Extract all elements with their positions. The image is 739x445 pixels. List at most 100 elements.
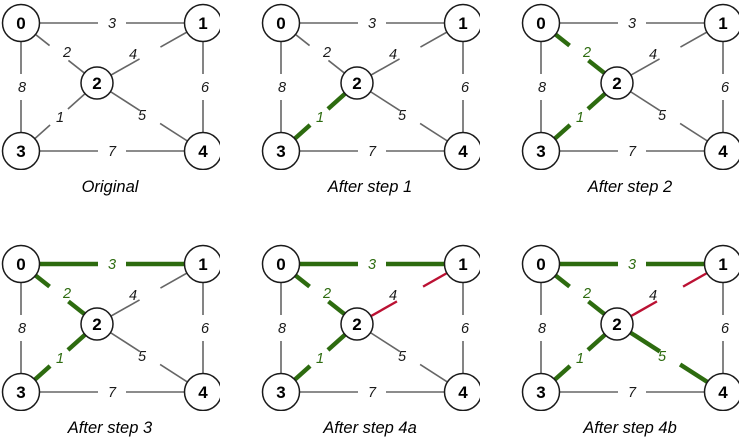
graph-node-3 [521,131,561,170]
graph-node-1 [703,3,739,43]
graph-node-2 [600,307,634,341]
graph-node-4 [443,131,480,170]
edge-weight-label: 4 [129,288,137,304]
edge-weight-label: 2 [582,45,591,61]
edge-weight-label: 6 [201,80,210,96]
graph-node-2 [340,307,374,341]
node-label: 0 [276,14,285,33]
node-label: 1 [718,14,727,33]
edge-weight-label: 7 [108,144,117,160]
graph-node-0 [521,244,561,284]
node-label: 0 [16,14,25,33]
edge-weight-label: 2 [582,286,591,302]
graph-node-0 [261,3,301,43]
node-label: 4 [718,383,728,402]
node-label: 0 [276,255,285,274]
edge-weight-label: 3 [368,257,376,273]
edge-weight-label: 5 [658,108,667,124]
graph-node-4 [703,131,739,170]
node-label: 3 [536,383,545,402]
edge-weight-label: 4 [129,47,137,63]
panel-caption: After step 3 [67,419,153,437]
node-label: 4 [718,142,728,161]
edge-weight-label: 1 [316,110,324,126]
node-label: 1 [198,255,207,274]
edge-weight-label: 3 [108,257,116,273]
node-label: 4 [458,142,468,161]
edge-weight-label: 6 [721,80,730,96]
graph-node-4 [183,372,220,411]
edge-weight-label: 6 [461,80,470,96]
node-label: 2 [612,315,621,334]
edge-weight-label: 7 [628,144,637,160]
graph-node-1 [703,244,739,284]
graph-node-0 [521,3,561,43]
node-label: 4 [198,142,208,161]
node-label: 3 [16,383,25,402]
node-label: 1 [718,255,727,274]
edge-weight-label: 7 [108,385,117,401]
graph-node-3 [261,372,301,411]
graph-node-3 [1,131,41,170]
edge-weight-label: 3 [368,16,376,32]
graph-node-4 [443,372,480,411]
graph-node-3 [1,372,41,411]
edge-weight-label: 5 [658,349,667,365]
node-label: 2 [612,74,621,93]
edge-weight-label: 1 [576,110,584,126]
graph-node-1 [183,244,220,284]
edge-weight-label: 2 [322,45,331,61]
edge-weight-label: 4 [389,47,397,63]
node-label: 3 [16,142,25,161]
node-label: 0 [16,255,25,274]
edge-weight-label: 7 [368,144,377,160]
edge-weight-label: 8 [18,321,26,337]
node-label: 3 [276,383,285,402]
edge-weight-label: 4 [389,288,397,304]
graph-node-0 [261,244,301,284]
edge-weight-label: 8 [18,80,26,96]
node-label: 1 [458,255,467,274]
edge-weight-label: 1 [576,351,584,367]
node-label: 3 [536,142,545,161]
graph-node-0 [1,244,41,284]
edge-weight-label: 5 [398,108,407,124]
edge-weight-label: 7 [628,385,637,401]
panel-caption: After step 2 [587,178,673,196]
edge-weight-label: 8 [278,80,286,96]
edge-weight-label: 4 [649,288,657,304]
edge-weight-label: 1 [56,351,64,367]
edge-weight-label: 5 [138,349,147,365]
node-label: 2 [352,74,361,93]
graph-node-1 [443,3,480,43]
edge-weight-label: 5 [398,349,407,365]
graph-node-3 [521,372,561,411]
node-label: 2 [92,74,101,93]
node-label: 1 [198,14,207,33]
node-label: 4 [458,383,468,402]
edge-weight-label: 8 [278,321,286,337]
edge-weight-label: 2 [62,45,71,61]
node-label: 1 [458,14,467,33]
graph-node-1 [183,3,220,43]
node-label: 2 [352,315,361,334]
node-label: 0 [536,255,545,274]
edge-weight-label: 2 [322,286,331,302]
edge-weight-label: 1 [316,351,324,367]
panel-caption: Original [81,178,139,196]
edge-weight-label: 6 [461,321,470,337]
graph-node-1 [443,244,480,284]
panel-caption: After step 1 [327,178,413,196]
edge-weight-label: 3 [628,257,636,273]
graph-node-3 [261,131,301,170]
